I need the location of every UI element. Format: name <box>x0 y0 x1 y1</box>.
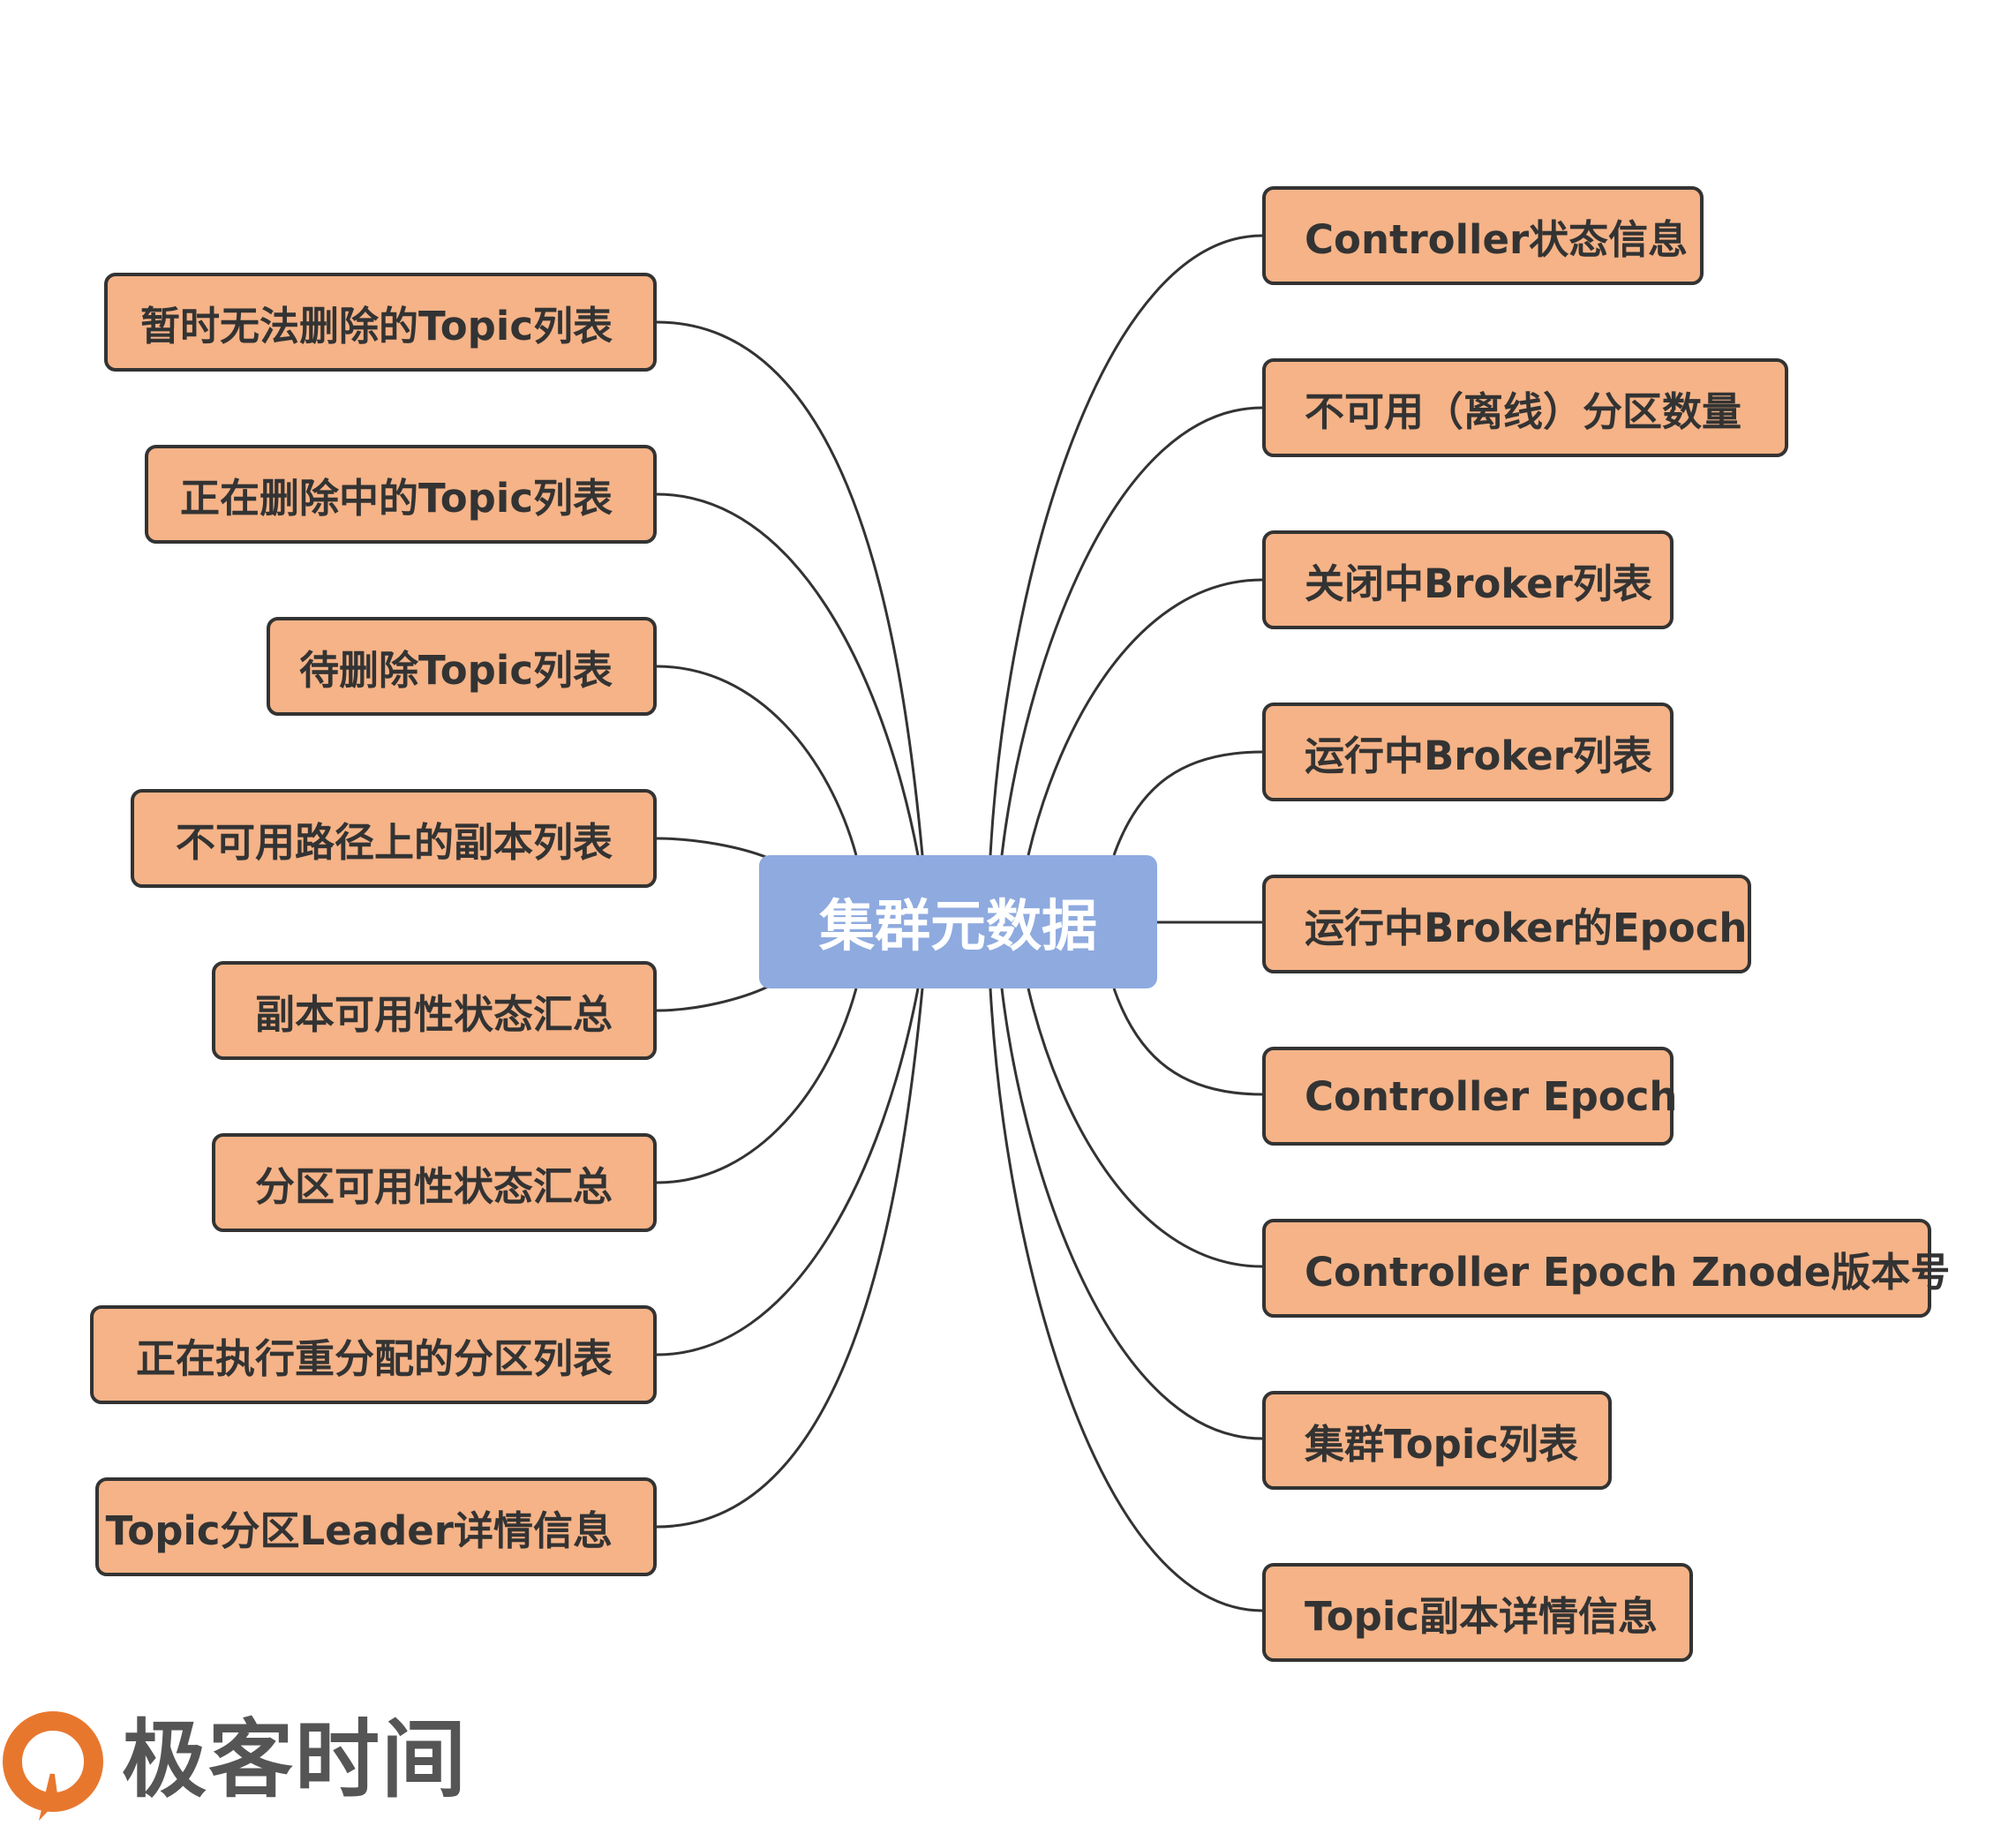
left-node-7: 正在执行重分配的分区列表 <box>90 1305 657 1404</box>
connector-left-7 <box>656 988 920 1356</box>
left-node-4: 不可用路径上的副本列表 <box>131 789 657 888</box>
connector-right-9 <box>989 988 1263 1612</box>
connector-right-4 <box>1112 750 1263 856</box>
left-node-5: 副本可用性状态汇总 <box>212 961 657 1060</box>
connector-left-2 <box>656 492 920 856</box>
connector-right-6 <box>1112 988 1263 1096</box>
connector-left-4 <box>656 837 769 860</box>
right-node-6: Controller Epoch <box>1262 1047 1677 1146</box>
connector-right-2 <box>1000 406 1263 856</box>
connector-right-1 <box>989 234 1263 856</box>
left-node-1: 暂时无法删除的Topic列表 <box>104 273 657 372</box>
right-node-7: Controller Epoch Znode版本号 <box>1262 1219 1950 1318</box>
right-node-1: Controller状态信息 <box>1262 186 1704 285</box>
left-node-8: Topic分区Leader详情信息 <box>95 1477 657 1576</box>
left-node-2: 正在删除中的Topic列表 <box>145 445 657 544</box>
right-node-5: 运行中Broker的Epoch <box>1262 875 1751 973</box>
connector-left-1 <box>656 320 924 856</box>
connector-left-8 <box>656 988 924 1529</box>
left-node-3: 待删除Topic列表 <box>267 617 657 716</box>
connector-left-5 <box>656 985 769 1012</box>
center-node: 集群元数据 <box>759 855 1157 988</box>
geektime-logo: 极客时间 <box>0 1702 494 1826</box>
logo-text: 极客时间 <box>122 1710 468 1809</box>
connector-right-7 <box>1027 988 1263 1268</box>
geektime-logo-icon <box>3 1711 103 1821</box>
right-node-4: 运行中Broker列表 <box>1262 703 1674 801</box>
connector-right-8 <box>1000 988 1263 1440</box>
right-node-2: 不可用（离线）分区数量 <box>1262 358 1788 457</box>
connector-right-3 <box>1027 578 1263 856</box>
right-node-8: 集群Topic列表 <box>1262 1391 1612 1490</box>
connector-left-3 <box>656 665 858 856</box>
right-node-9: Topic副本详情信息 <box>1262 1563 1693 1662</box>
left-node-6: 分区可用性状态汇总 <box>212 1133 657 1232</box>
right-node-3: 关闭中Broker列表 <box>1262 530 1674 629</box>
connector-left-6 <box>656 988 858 1184</box>
